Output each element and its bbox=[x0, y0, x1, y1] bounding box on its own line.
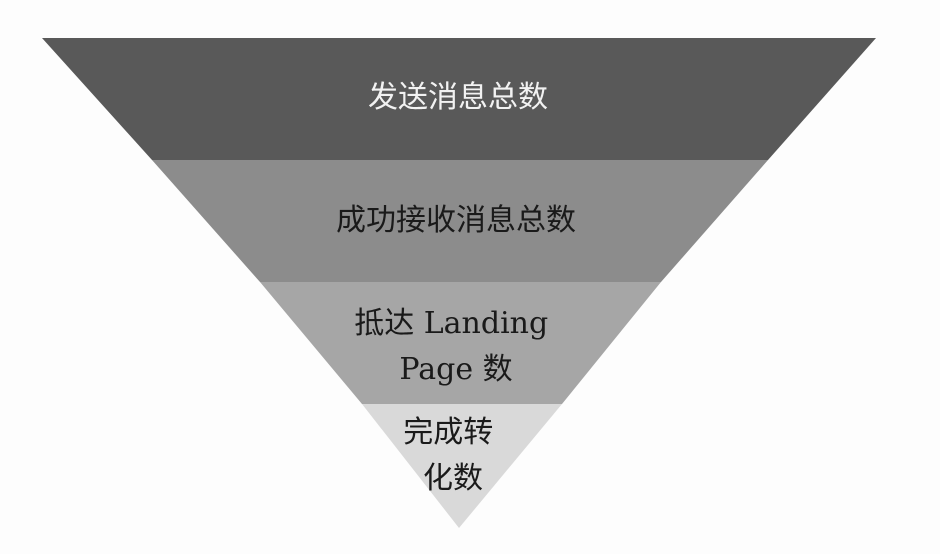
stage-label-converted-line-2: 化数 bbox=[423, 461, 483, 496]
funnel-stage-converted bbox=[362, 404, 562, 528]
funnel-stage-landing bbox=[260, 282, 661, 404]
stage-label-converted-line-1: 完成转 bbox=[403, 415, 493, 450]
funnel-stage-sent bbox=[42, 38, 876, 160]
stage-label-landing-line-1: 抵达 Landing bbox=[354, 306, 548, 341]
stage-label-landing: 抵达 Landing Page 数 bbox=[354, 306, 558, 387]
stage-label-landing-line-2: Page 数 bbox=[399, 352, 512, 387]
stage-label-sent: 发送消息总数 bbox=[368, 80, 548, 115]
stage-label-converted: 完成转 化数 bbox=[403, 415, 503, 496]
funnel-stage-received bbox=[152, 160, 768, 282]
stage-label-received-line-1: 成功接收消息总数 bbox=[336, 203, 576, 238]
stage-label-sent-line-1: 发送消息总数 bbox=[368, 80, 548, 115]
stage-label-received: 成功接收消息总数 bbox=[336, 203, 576, 238]
